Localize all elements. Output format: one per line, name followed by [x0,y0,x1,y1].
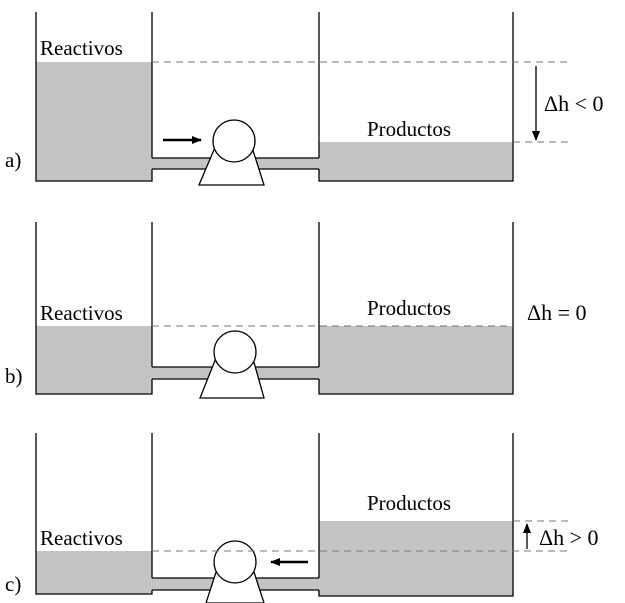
right-tank-walls [318,12,514,182]
panel-label-b: b) [5,364,23,388]
productos-label: Productos [367,296,451,320]
panel-c: Reactivos Productos c) Δh > 0 [5,433,599,603]
left-tank-walls [35,12,153,182]
delta-h-label: Δh > 0 [539,525,599,550]
reactivos-liquid [36,551,152,594]
productos-liquid [319,326,513,394]
right-tank-walls [318,433,514,597]
productos-label: Productos [367,117,451,141]
productos-liquid [319,142,513,181]
pump [205,540,265,603]
delta-h-label: Δh < 0 [544,91,604,116]
reactivos-label: Reactivos [40,526,123,550]
panel-label-c: c) [5,572,21,596]
pump [198,119,265,186]
panel-label-a: a) [5,148,21,172]
panel-a: Reactivos Productos a) Δh < 0 [5,12,604,186]
productos-label: Productos [367,491,451,515]
right-tank-walls [318,222,514,395]
delta-h-label: Δh = 0 [527,300,587,325]
panel-b: Reactivos Productos b) Δh = 0 [5,222,587,399]
left-tank-walls [35,433,153,595]
pump [199,330,265,399]
reactivos-liquid [36,326,152,394]
productos-liquid [319,521,513,596]
left-tank-walls [35,222,153,395]
reactivos-liquid [36,62,152,181]
reactivos-label: Reactivos [40,301,123,325]
reactivos-label: Reactivos [40,36,123,60]
